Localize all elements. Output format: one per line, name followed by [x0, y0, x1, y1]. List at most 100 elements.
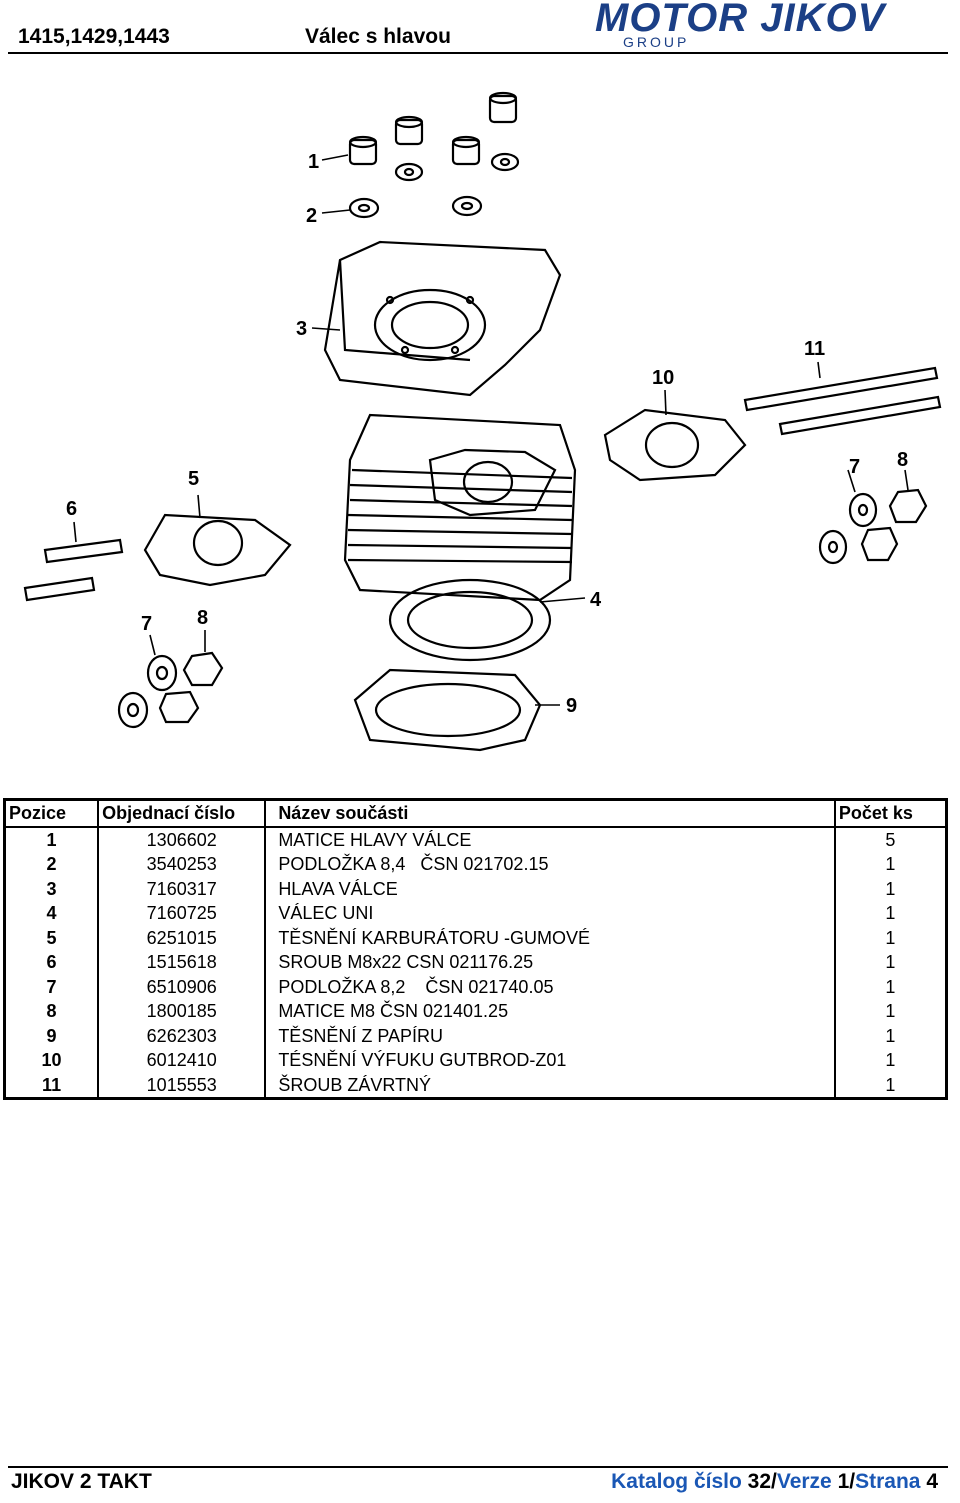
cell-part-name: ŠROUB ZÁVRTNÝ — [264, 1072, 836, 1100]
callout-4: 4 — [590, 589, 602, 611]
callout-8-right: 8 — [897, 449, 908, 471]
cell-position: 8 — [3, 999, 100, 1024]
cell-order-number: 6262303 — [97, 1023, 267, 1048]
table-row: 3 7160317 HLAVA VÁLCE 1 — [3, 876, 948, 901]
cell-position: 5 — [3, 925, 100, 950]
header-divider — [8, 52, 948, 54]
carburetor-studs — [23, 538, 124, 602]
callout-7-right: 7 — [849, 456, 860, 478]
cell-position: 9 — [3, 1023, 100, 1048]
callout-10: 10 — [652, 367, 674, 389]
cell-part-name: SROUB M8x22 CSN 021176.25 — [264, 950, 836, 975]
exhaust-washers-nuts — [818, 488, 928, 565]
cell-order-number: 7160725 — [97, 901, 267, 926]
logo-wordmark: MOTOR JIKOV — [595, 0, 886, 40]
cell-position: 7 — [3, 974, 100, 999]
cell-position: 3 — [3, 876, 100, 901]
exhaust-studs — [743, 366, 942, 436]
cell-quantity: 5 — [833, 826, 948, 852]
page-number: 4 — [926, 1470, 938, 1493]
callout-9: 9 — [566, 695, 577, 717]
carburetor-washers-nuts — [117, 651, 224, 729]
base-gasket — [353, 668, 542, 752]
header-part-name: Název součásti — [264, 798, 836, 828]
table-row: 4 7160725 VÁLEC UNI 1 — [3, 901, 948, 926]
cell-order-number: 6510906 — [97, 974, 267, 999]
header-position: Pozice — [3, 798, 100, 828]
callout-6: 6 — [66, 498, 77, 520]
callout-11: 11 — [804, 338, 825, 360]
cell-position: 11 — [3, 1072, 100, 1100]
cell-quantity: 1 — [833, 1023, 948, 1048]
table-row: 1 1306602 MATICE HLAVY VÁLCE 5 — [3, 826, 948, 852]
version-number: 1 — [837, 1470, 850, 1493]
cell-position: 2 — [3, 852, 100, 877]
table-row: 9 6262303 TĚSNĚNÍ Z PAPÍRU 1 — [3, 1023, 948, 1048]
cell-order-number: 6012410 — [97, 1048, 267, 1073]
cell-quantity: 1 — [833, 852, 948, 877]
parts-table: Pozice Objednací číslo Název součásti Po… — [3, 798, 948, 1100]
version-label: Verze — [776, 1470, 838, 1493]
table-row: 6 1515618 SROUB M8x22 CSN 021176.25 1 — [3, 950, 948, 975]
table-row: 7 6510906 PODLOŽKA 8,2 ČSN 021740.05 1 — [3, 974, 948, 999]
cell-quantity: 1 — [833, 974, 948, 999]
exhaust-gasket — [603, 408, 747, 482]
cell-order-number: 7160317 — [97, 876, 267, 901]
cell-order-number: 1800185 — [97, 999, 267, 1024]
cell-position: 6 — [3, 950, 100, 975]
diagram-callouts: 1 2 3 4 5 6 7 8 7 8 9 10 11 — [66, 151, 908, 717]
footer-product-line: JIKOV 2 TAKT — [11, 1470, 152, 1493]
footer-divider — [8, 1466, 948, 1468]
cell-position: 1 — [3, 826, 100, 852]
head-washers — [348, 195, 483, 219]
separator: / — [849, 1470, 856, 1493]
cell-position: 4 — [3, 901, 100, 926]
cell-part-name: TÉSNĚNÍ VÝFUKU GUTBROD-Z01 — [264, 1048, 836, 1073]
cell-order-number: 1015553 — [97, 1072, 267, 1100]
header-quantity: Počet ks — [833, 798, 948, 828]
callout-5: 5 — [188, 468, 199, 490]
cell-quantity: 1 — [833, 1072, 948, 1100]
footer-catalog-info: Katalog číslo 32/Verze 1/Strana 4 — [611, 1470, 938, 1494]
cell-quantity: 1 — [833, 999, 948, 1024]
table-row: 2 3540253 PODLOŽKA 8,4 ČSN 021702.15 1 — [3, 852, 948, 877]
cell-quantity: 1 — [833, 925, 948, 950]
cell-part-name: PODLOŽKA 8,2 ČSN 021740.05 — [264, 974, 836, 999]
catalog-label: Katalog číslo — [611, 1470, 748, 1493]
head-nuts — [348, 91, 520, 182]
page-footer: JIKOV 2 TAKT Katalog číslo 32/Verze 1/St… — [0, 1460, 960, 1503]
cell-quantity: 1 — [833, 1048, 948, 1073]
cell-part-name: PODLOŽKA 8,4 ČSN 021702.15 — [264, 852, 836, 877]
catalog-number: 32 — [747, 1470, 772, 1493]
table-row: 8 1800185 MATICE M8 ČSN 021401.25 1 — [3, 999, 948, 1024]
cell-order-number: 3540253 — [97, 852, 267, 877]
logo-group: GROUP — [623, 34, 690, 50]
cell-order-number: 6251015 — [97, 925, 267, 950]
page-label: Strana — [855, 1470, 927, 1493]
cell-part-name: MATICE HLAVY VÁLCE — [264, 826, 836, 852]
cylinder-head — [323, 240, 562, 397]
cell-part-name: MATICE M8 ČSN 021401.25 — [264, 999, 836, 1024]
cell-position: 10 — [3, 1048, 100, 1073]
table-header-row: Pozice Objednací číslo Název součásti Po… — [3, 798, 948, 828]
callout-8-left: 8 — [197, 607, 208, 629]
page-header: 1415,1429,1443 Válec s hlavou MOTOR JIKO… — [0, 0, 960, 56]
cell-part-name: TĚSNĚNÍ Z PAPÍRU — [264, 1023, 836, 1048]
callout-2: 2 — [306, 205, 317, 227]
cell-quantity: 1 — [833, 950, 948, 975]
table-row: 10 6012410 TÉSNĚNÍ VÝFUKU GUTBROD-Z01 1 — [3, 1048, 948, 1073]
cell-quantity: 1 — [833, 901, 948, 926]
cylinder-body — [343, 413, 577, 662]
cell-order-number: 1306602 — [97, 826, 267, 852]
cell-part-name: VÁLEC UNI — [264, 901, 836, 926]
callout-7-left: 7 — [141, 613, 152, 635]
table-row: 5 6251015 TĚSNĚNÍ KARBURÁTORU -GUMOVÉ 1 — [3, 925, 948, 950]
header-order-number: Objednací číslo — [97, 798, 267, 828]
cell-part-name: TĚSNĚNÍ KARBURÁTORU -GUMOVÉ — [264, 925, 836, 950]
page-title: Válec s hlavou — [305, 25, 451, 48]
cell-part-name: HLAVA VÁLCE — [264, 876, 836, 901]
exploded-parts-diagram: 1 2 3 4 5 6 7 8 7 8 9 10 11 — [23, 91, 942, 752]
table-row: 11 1015553 ŠROUB ZÁVRTNÝ 1 — [3, 1072, 948, 1100]
leader-lines — [73, 154, 909, 706]
cell-quantity: 1 — [833, 876, 948, 901]
